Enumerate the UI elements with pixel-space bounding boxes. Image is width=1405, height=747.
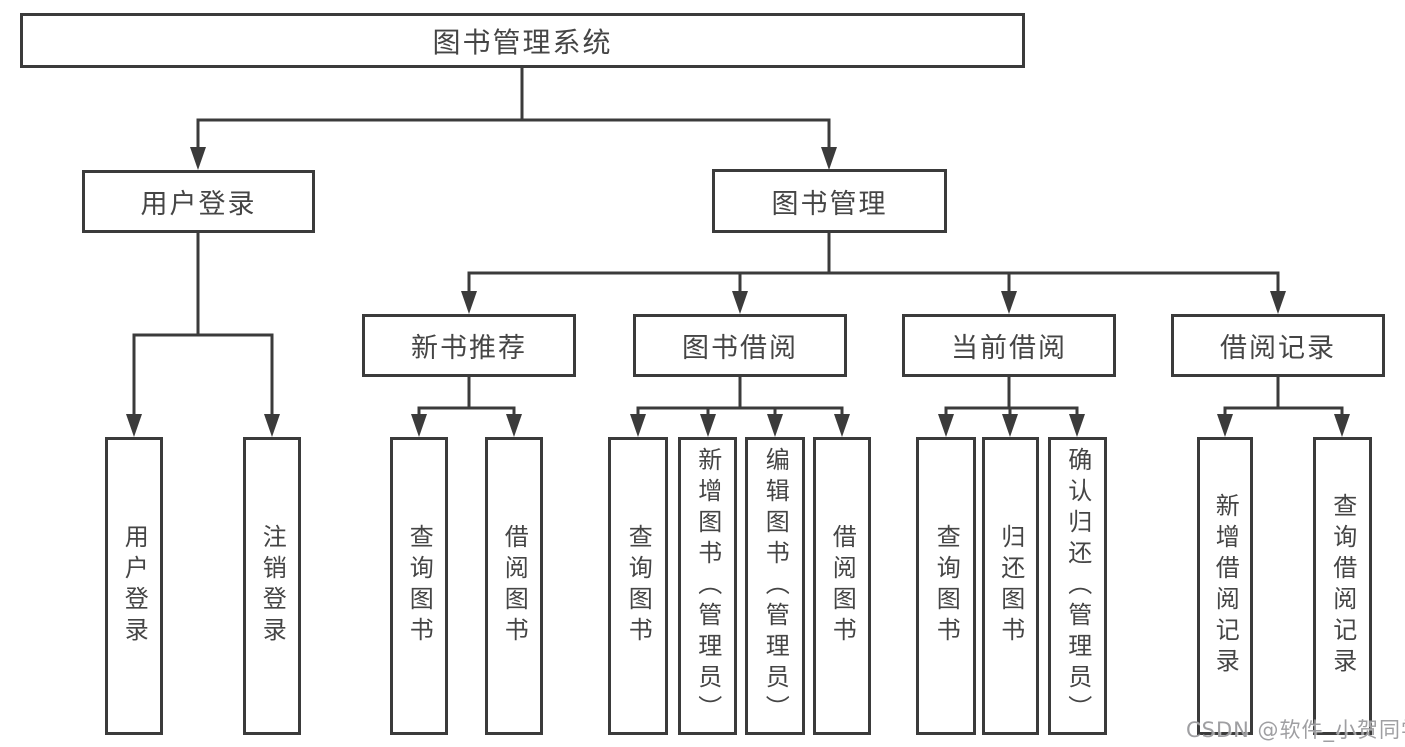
- node-borrow-records-label: 借阅记录: [1220, 333, 1336, 364]
- node-user-login-label: 用户登录: [140, 189, 257, 220]
- leaf-current-confirm-label: 确认归还（管理员）: [1063, 446, 1092, 726]
- leaf-user-login: 用户登录: [105, 437, 163, 735]
- leaf-current-query: 查询图书: [916, 437, 976, 735]
- arrowheads: [126, 147, 1350, 437]
- leaf-records-add-label: 新增借阅记录: [1211, 493, 1240, 679]
- connector-borrow-records: [1223, 375, 1344, 418]
- connector-book-mgmt: [467, 231, 1280, 294]
- leaf-logout-label: 注销登录: [258, 524, 287, 648]
- leaf-borrow-add: 新增图书（管理员）: [678, 437, 737, 735]
- node-book-borrow: 图书借阅: [633, 314, 847, 377]
- leaf-borrow-add-label: 新增图书（管理员）: [693, 446, 722, 726]
- csdn-watermark: CSDN @软件_小贺同学: [1186, 718, 1405, 742]
- leaf-newbooks-query-label: 查询图书: [405, 524, 434, 648]
- leaf-borrow-query: 查询图书: [608, 437, 668, 735]
- node-new-books-label: 新书推荐: [411, 333, 527, 364]
- connector-new-books: [417, 375, 516, 418]
- connector-root: [196, 66, 831, 150]
- leaf-current-query-label: 查询图书: [932, 524, 961, 648]
- node-user-login: 用户登录: [82, 170, 315, 233]
- node-book-mgmt-label: 图书管理: [771, 188, 888, 220]
- leaf-records-query: 查询借阅记录: [1313, 437, 1372, 735]
- node-current-borrow-label: 当前借阅: [951, 333, 1067, 364]
- leaf-user-login-label: 用户登录: [120, 524, 149, 648]
- node-book-borrow-label: 图书借阅: [682, 333, 798, 364]
- node-borrow-records: 借阅记录: [1171, 314, 1385, 377]
- node-new-books: 新书推荐: [362, 314, 576, 377]
- leaf-borrow-edit: 编辑图书（管理员）: [745, 437, 805, 735]
- leaf-newbooks-query: 查询图书: [390, 437, 448, 735]
- leaf-borrow-borrow: 借阅图书: [813, 437, 871, 735]
- connector-current-borrow: [944, 375, 1079, 418]
- leaf-current-return: 归还图书: [982, 437, 1039, 735]
- node-root-label: 图书管理系统: [432, 25, 613, 59]
- leaf-current-confirm: 确认归还（管理员）: [1048, 437, 1107, 735]
- leaf-borrow-edit-label: 编辑图书（管理员）: [761, 446, 790, 726]
- leaf-records-query-label: 查询借阅记录: [1328, 493, 1357, 679]
- node-book-mgmt: 图书管理: [712, 169, 947, 233]
- leaf-current-return-label: 归还图书: [996, 524, 1025, 648]
- leaf-newbooks-borrow: 借阅图书: [485, 437, 543, 735]
- leaf-borrow-query-label: 查询图书: [624, 524, 653, 648]
- leaf-logout: 注销登录: [243, 437, 301, 735]
- leaf-newbooks-borrow-label: 借阅图书: [500, 524, 529, 648]
- connector-book-borrow: [636, 375, 844, 418]
- node-root: 图书管理系统: [20, 13, 1025, 68]
- leaf-borrow-borrow-label: 借阅图书: [828, 524, 857, 648]
- node-current-borrow: 当前借阅: [902, 314, 1116, 377]
- leaf-records-add: 新增借阅记录: [1197, 437, 1253, 735]
- connector-user-login: [132, 231, 274, 417]
